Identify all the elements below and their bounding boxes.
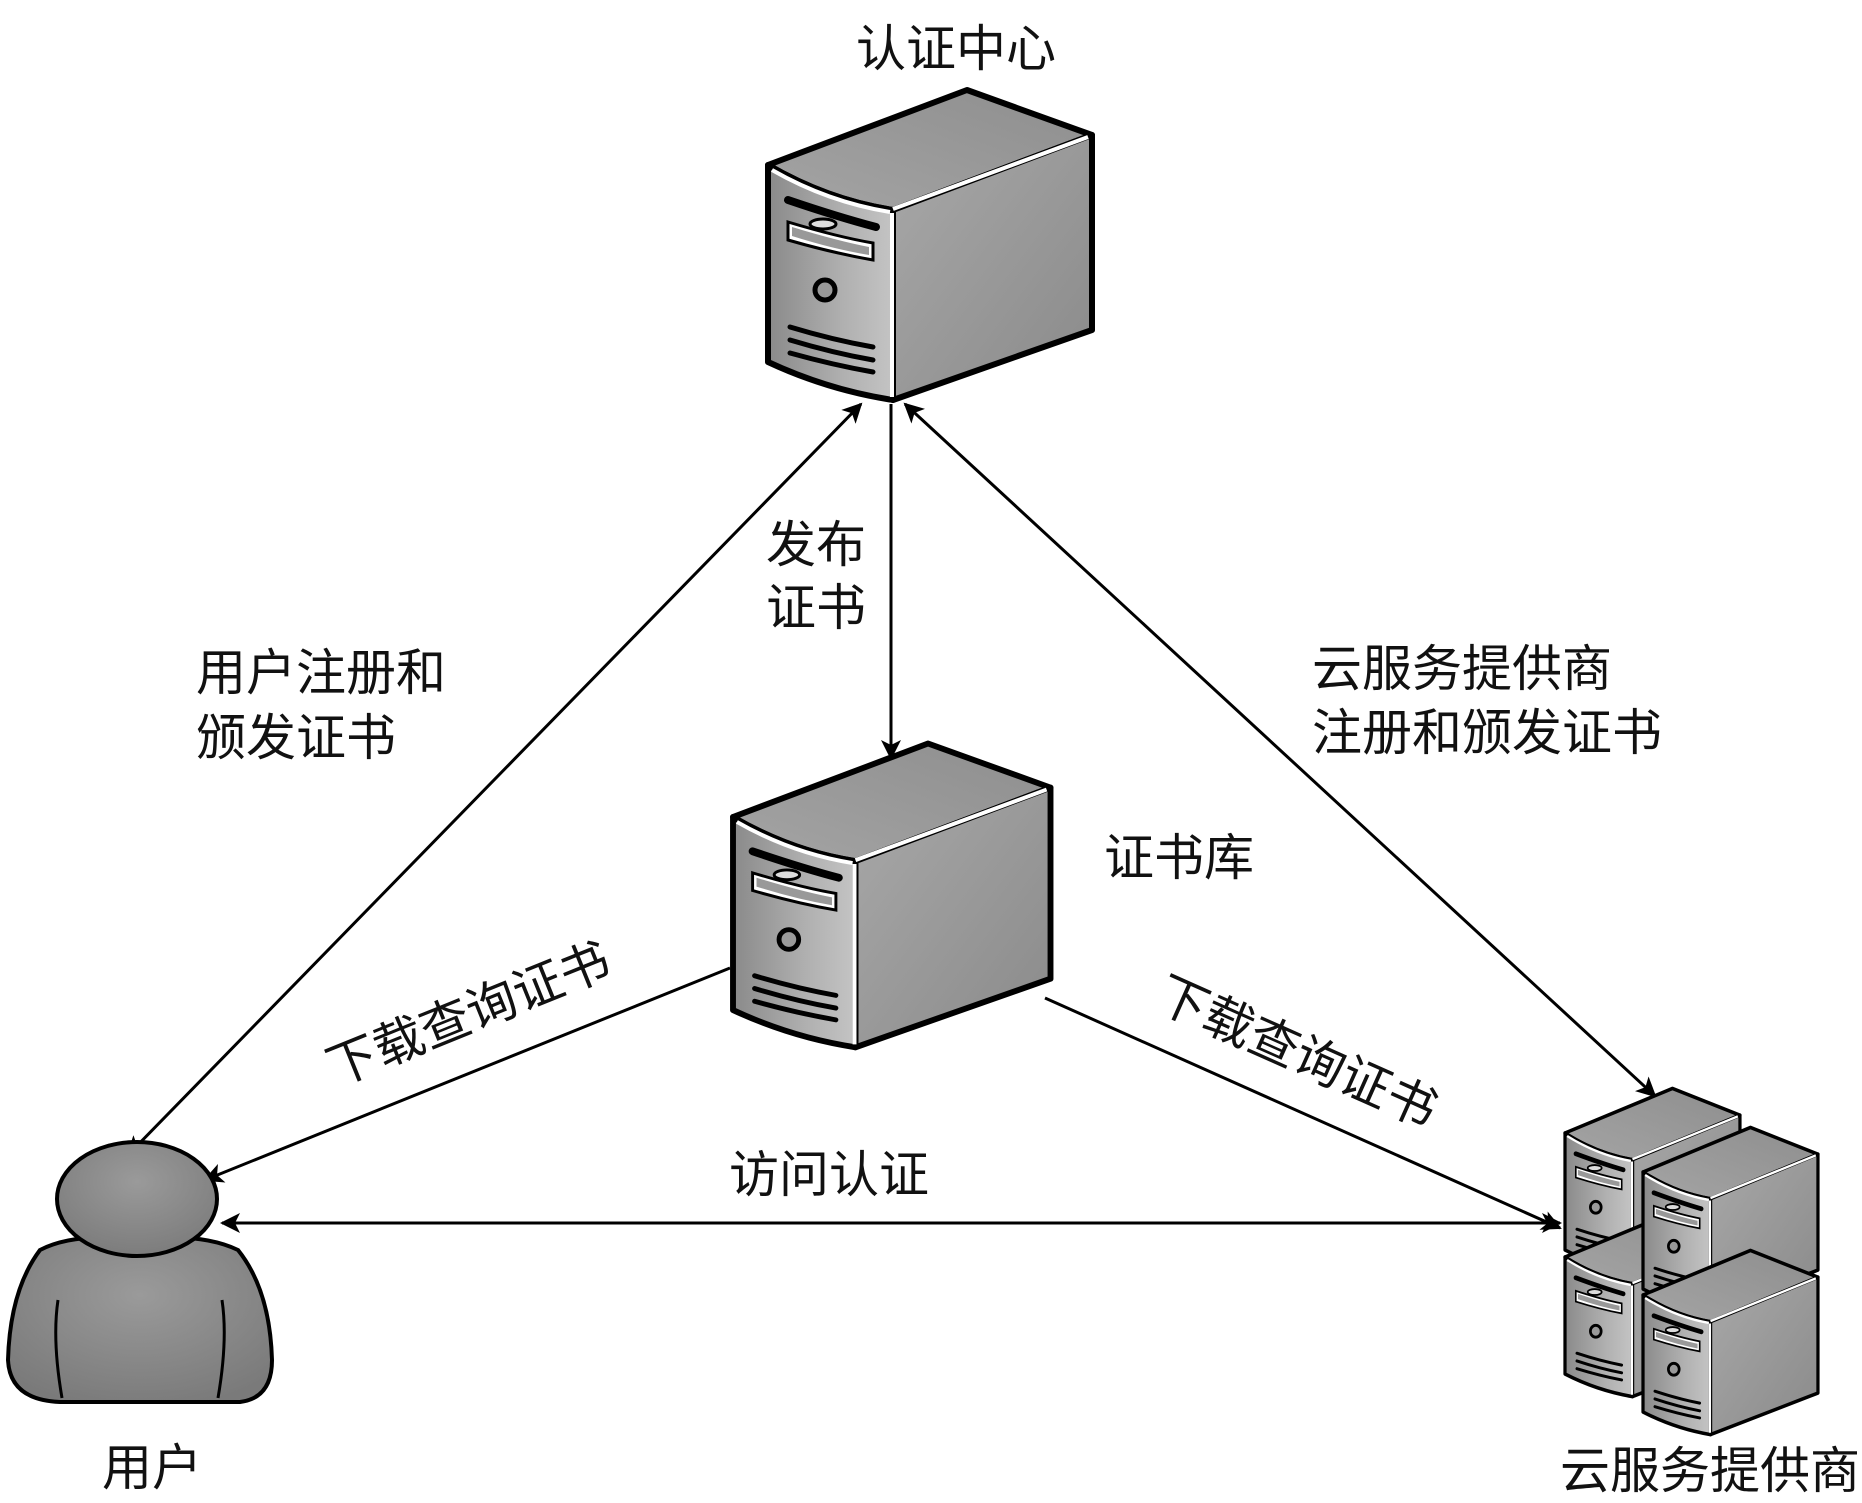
edge-ca-user-label-1: 用户注册和 [196, 644, 446, 702]
repository-label: 证书库 [1104, 829, 1254, 887]
edge-ca-cloud-label-2: 注册和颁发证书 [1312, 704, 1662, 762]
ca-server-icon [765, 87, 1095, 403]
ca-label: 认证中心 [856, 20, 1056, 78]
edge-ca-user-label-2: 颁发证书 [196, 709, 396, 767]
edge-ca-repository-label-1: 发布 [766, 516, 866, 574]
edge-ca-cloud [903, 402, 1657, 1098]
edges [126, 402, 1657, 1233]
edge-user-cloud-label: 访问认证 [729, 1146, 929, 1204]
edge-ca-user [126, 402, 863, 1157]
cloud-label: 云服务提供商 [1560, 1442, 1860, 1500]
edge-repository-cloud [1044, 996, 1562, 1230]
edge-ca-cloud-label-1: 云服务提供商 [1312, 640, 1612, 698]
repository-server-icon [730, 740, 1054, 1051]
user-icon [5, 1140, 275, 1404]
cloud-server-icon-4 [1641, 1248, 1820, 1437]
edge-ca-repository-label-2: 证书 [766, 579, 866, 637]
edge-repository-user [203, 966, 731, 1183]
edge-repository-cloud-label: 下载查询证书 [1148, 965, 1446, 1140]
user-label: 用户 [102, 1439, 202, 1497]
